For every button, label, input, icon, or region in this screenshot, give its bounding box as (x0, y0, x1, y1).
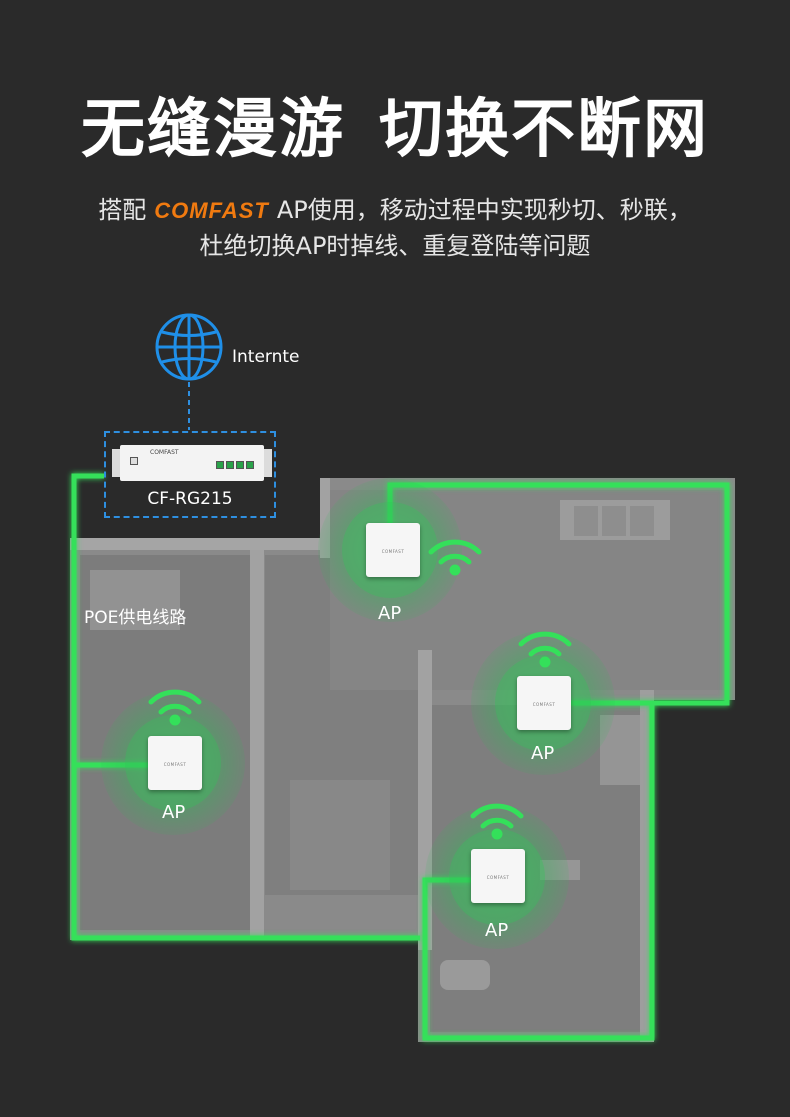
subtitle-line-1: 搭配 COMFAST AP使用，移动过程中实现秒切、秒联， (0, 190, 790, 225)
title-part-1: 无缝漫游 (81, 93, 345, 167)
globe-icon (155, 313, 223, 381)
ap-label: AP (485, 920, 509, 941)
ap-device: COMFAST (517, 676, 571, 730)
poe-label: POE供电线路 (84, 608, 187, 628)
gateway-device-text: COMFAST (150, 449, 179, 456)
ap-label: AP (162, 802, 186, 823)
ap-device: COMFAST (366, 523, 420, 577)
gateway-label: CF-RG215 (147, 489, 233, 509)
ap-device: COMFAST (471, 849, 525, 903)
subtitle-suffix: AP使用，移动过程中实现秒切、秒联， (276, 196, 692, 224)
subtitle-line-2: 杜绝切换AP时掉线、重复登陆等问题 (199, 232, 591, 260)
wifi-icon (428, 539, 482, 576)
wifi-icon (518, 631, 572, 668)
ap-label: AP (531, 743, 555, 764)
page-title: 无缝漫游切换不断网 (0, 78, 790, 170)
internet-label: Internte (232, 347, 300, 367)
title-part-2: 切换不断网 (379, 93, 709, 167)
brand-logo: COMFAST (154, 198, 269, 223)
floor-plan (70, 478, 735, 1042)
gateway-box: COMFAST CF-RG215 (104, 431, 276, 518)
wifi-icon (148, 689, 202, 726)
wifi-icon (470, 803, 524, 840)
ap-label: AP (378, 603, 402, 624)
subtitle-prefix: 搭配 (98, 196, 147, 224)
gateway-device: COMFAST (112, 445, 272, 481)
ap-device: COMFAST (148, 736, 202, 790)
